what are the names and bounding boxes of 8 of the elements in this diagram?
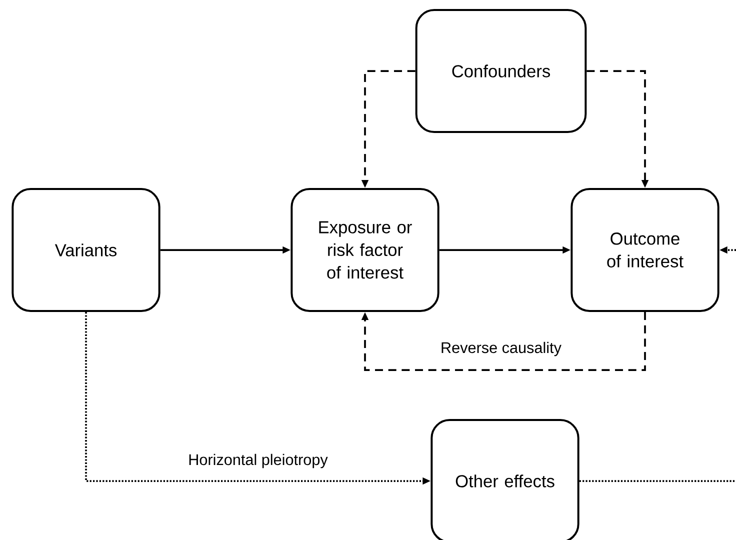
process-box: Other effects: [430, 419, 580, 540]
process-box: Variants: [12, 188, 160, 312]
process-box: Outcome of interest: [570, 188, 720, 312]
arrow: [361, 312, 646, 371]
edge-label: Horizontal pleiotropy: [186, 452, 330, 470]
edge-label: Reverse causality: [439, 340, 563, 358]
process-box: Confounders: [415, 9, 587, 133]
process-box: Exposure or risk factor of interest: [290, 188, 440, 312]
